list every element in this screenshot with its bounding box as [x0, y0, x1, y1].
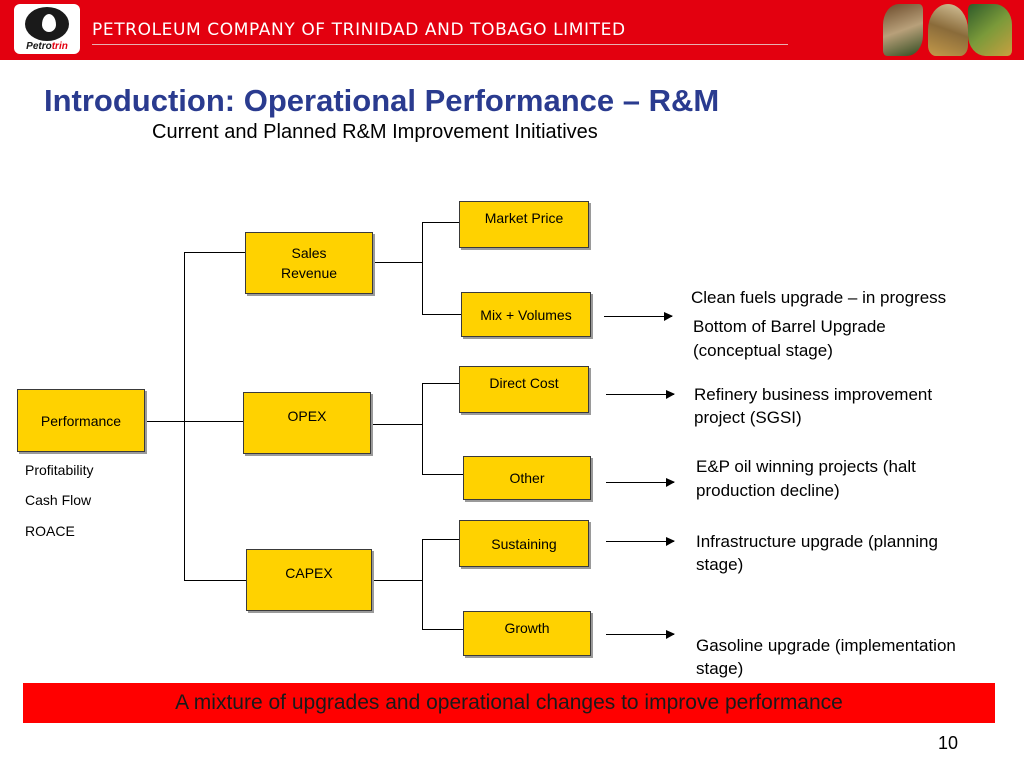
- connector-line: [422, 629, 463, 630]
- connector-line: [184, 252, 245, 253]
- header-photo-refinery: [883, 4, 923, 56]
- note-refinery: Refinery business improvement: [694, 385, 933, 404]
- growth-box: Growth: [463, 611, 591, 656]
- header-bar: Petrotrin PETROLEUM COMPANY OF TRINIDAD …: [0, 0, 1024, 60]
- other-box: Other: [463, 456, 591, 500]
- page-number: 10: [938, 733, 959, 753]
- connector-line: [422, 539, 459, 540]
- connector-line: [145, 421, 184, 422]
- note-clean-fuels: Clean fuels upgrade – in progress: [691, 288, 947, 307]
- connector-line: [184, 421, 243, 422]
- performance-box: Performance: [17, 389, 145, 452]
- slide-subtitle: Current and Planned R&M Improvement Init…: [152, 121, 598, 143]
- connector-line: [422, 474, 463, 475]
- note-ep-oil-decline: production decline): [696, 481, 840, 500]
- note-bottom-barrel-stage: (conceptual stage): [693, 341, 833, 360]
- metric-cash-flow: Cash Flow: [25, 492, 92, 508]
- connector-line: [372, 580, 422, 581]
- header-photo-oil-drop: [928, 4, 968, 56]
- connector-line: [184, 252, 185, 580]
- connector-line: [422, 383, 423, 474]
- connector-line: [422, 314, 461, 315]
- arrow-icon: [604, 312, 673, 321]
- note-gasoline-stage: stage): [696, 659, 744, 678]
- header-divider: [92, 44, 788, 45]
- connector-line: [422, 222, 423, 314]
- oil-drop-icon: [42, 14, 56, 32]
- note-gasoline: Gasoline upgrade (implementation: [696, 636, 956, 655]
- opex-box: OPEX: [243, 392, 371, 454]
- arrow-icon: [606, 537, 675, 546]
- petrotrin-logo: Petrotrin: [14, 4, 80, 54]
- sales-revenue-box: Sales Revenue: [245, 232, 373, 294]
- direct-cost-box: Direct Cost: [459, 366, 589, 413]
- slide-title: Introduction: Operational Performance – …: [44, 83, 720, 118]
- summary-banner: A mixture of upgrades and operational ch…: [23, 683, 995, 723]
- capex-box: CAPEX: [246, 549, 372, 611]
- note-infrastructure: Infrastructure upgrade (planning: [696, 532, 938, 551]
- metric-roace: ROACE: [25, 523, 75, 539]
- connector-line: [422, 539, 423, 629]
- connector-line: [422, 383, 459, 384]
- company-name: PETROLEUM COMPANY OF TRINIDAD AND TOBAGO…: [92, 20, 626, 40]
- note-bottom-barrel: Bottom of Barrel Upgrade: [693, 317, 886, 336]
- arrow-icon: [606, 390, 675, 399]
- arrow-icon: [606, 630, 675, 639]
- metric-profitability: Profitability: [25, 462, 94, 478]
- logo-wordmark: Petrotrin: [26, 41, 68, 52]
- note-infrastructure-stage: stage): [696, 555, 744, 574]
- connector-line: [371, 424, 422, 425]
- connector-line: [373, 262, 422, 263]
- note-ep-oil: E&P oil winning projects (halt: [696, 457, 916, 476]
- market-price-box: Market Price: [459, 201, 589, 248]
- connector-line: [184, 580, 246, 581]
- sustaining-box: Sustaining: [459, 520, 589, 567]
- note-refinery-project: project (SGSI): [694, 408, 802, 427]
- arrow-icon: [606, 478, 675, 487]
- mix-volumes-box: Mix + Volumes: [461, 292, 591, 337]
- header-photo-landscape: [968, 4, 1012, 56]
- connector-line: [422, 222, 459, 223]
